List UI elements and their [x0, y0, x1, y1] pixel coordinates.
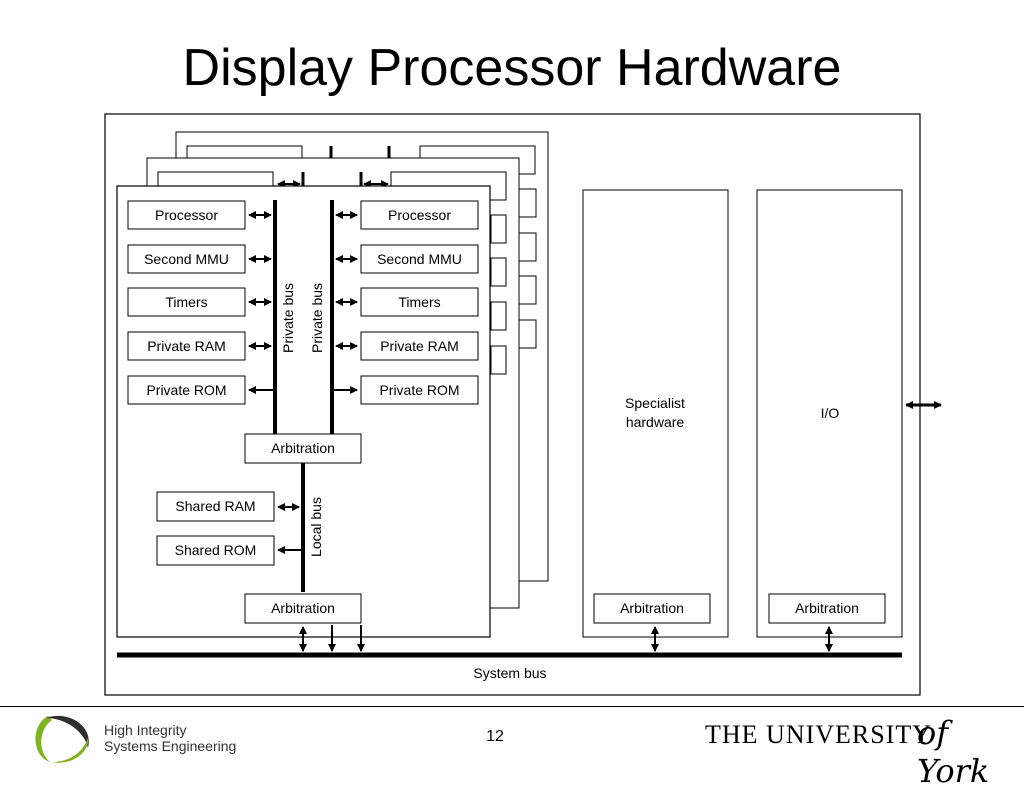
university-label: THE UNIVERSITY [705, 720, 933, 749]
page-number: 12 [486, 728, 504, 745]
svg-text:Private ROM: Private ROM [379, 382, 459, 398]
svg-text:Private RAM: Private RAM [380, 338, 459, 354]
svg-text:Specialist: Specialist [625, 395, 685, 411]
right-component-private-rom: Private ROM [334, 375, 479, 405]
svg-text:I/O: I/O [821, 405, 840, 421]
svg-text:Processor: Processor [388, 207, 451, 223]
svg-text:Timers: Timers [398, 294, 440, 310]
svg-text:Second MMU: Second MMU [377, 251, 462, 267]
right-component-second-mmu: Second MMU [335, 244, 479, 274]
hise-swirl-icon [35, 715, 89, 763]
shared-rom: Shared ROM [156, 535, 301, 566]
io-board: I/O Arbitration [756, 189, 903, 638]
footer-divider [0, 706, 1024, 707]
board-arbitration-lower: Arbitration [244, 593, 362, 624]
left-component-timers: Timers [127, 287, 272, 317]
svg-text:Second MMU: Second MMU [144, 251, 229, 267]
svg-text:Private ROM: Private ROM [146, 382, 226, 398]
svg-text:Processor: Processor [155, 207, 218, 223]
hise-line1: High Integrity [104, 722, 187, 738]
svg-text:Private RAM: Private RAM [147, 338, 226, 354]
right-component-processor: Processor [335, 200, 479, 230]
university-of-york-logo: THE UNIVERSITY of York [705, 714, 1005, 790]
left-component-second-mmu: Second MMU [127, 244, 272, 274]
slide-title: Display Processor Hardware [182, 39, 842, 97]
specialist-hardware-board: Specialist hardware Arbitration [582, 189, 729, 638]
hise-line2: Systems Engineering [104, 738, 237, 754]
svg-text:Shared RAM: Shared RAM [175, 498, 255, 514]
hise-logo: High Integrity Systems Engineering [28, 708, 268, 768]
svg-text:Arbitration: Arbitration [620, 600, 684, 616]
svg-text:Shared ROM: Shared ROM [175, 542, 257, 558]
private-bus-label-left: Private bus [280, 283, 296, 353]
local-bus-label: Local bus [308, 497, 324, 557]
left-component-processor: Processor [127, 200, 272, 230]
of-york-label: of York [917, 714, 990, 790]
board-arbitration-upper: Arbitration [244, 433, 362, 464]
private-bus-label-right: Private bus [309, 283, 325, 353]
right-component-private-ram: Private RAM [335, 331, 479, 361]
svg-text:Timers: Timers [165, 294, 207, 310]
shared-ram: Shared RAM [156, 491, 300, 522]
svg-text:Arbitration: Arbitration [795, 600, 859, 616]
hardware-diagram: Private bus Private bus Processor Second… [104, 113, 942, 696]
svg-text:Arbitration: Arbitration [271, 440, 335, 456]
svg-text:Arbitration: Arbitration [271, 600, 335, 616]
system-bus-label: System bus [473, 665, 546, 681]
right-component-timers: Timers [335, 287, 479, 317]
left-component-private-rom: Private ROM [127, 375, 273, 405]
left-component-private-ram: Private RAM [127, 331, 272, 361]
svg-text:hardware: hardware [626, 414, 685, 430]
